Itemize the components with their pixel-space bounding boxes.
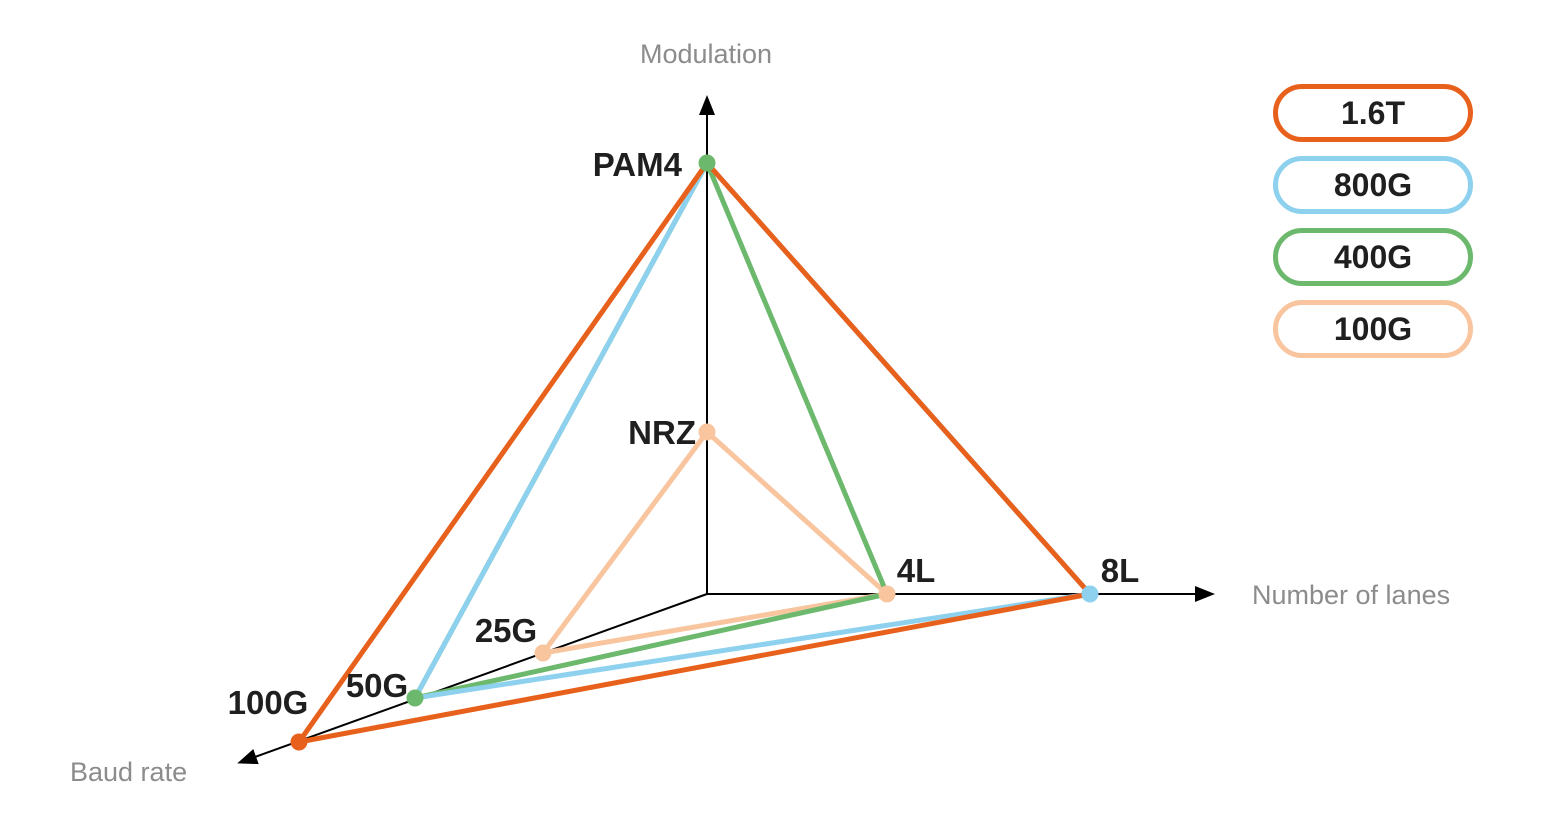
legend-item-1.6T: 1.6T: [1273, 84, 1473, 142]
series-100G-polygon: [540, 429, 890, 656]
tick-label-PAM4: PAM4: [593, 146, 683, 183]
legend-item-label: 800G: [1333, 166, 1413, 203]
tick-label-100G: 100G: [228, 684, 309, 721]
tick-label-50G: 50G: [346, 667, 408, 704]
legend-item-label: 1.6T: [1340, 94, 1406, 131]
legend-item-label: 100G: [1333, 310, 1413, 347]
point-100G-dot: [290, 733, 308, 751]
legend-item-400G: 400G: [1273, 228, 1473, 286]
tick-label-25G: 25G: [475, 612, 537, 649]
point-PAM4-dot: [698, 154, 716, 172]
series-lines: [296, 160, 1093, 745]
point-25G-dot: [534, 644, 552, 662]
point-8L-dot: [1081, 585, 1099, 603]
lanes-axis-title: Number of lanes: [1252, 580, 1450, 610]
tick-label-4L: 4L: [897, 552, 936, 589]
legend-item-label: 400G: [1333, 238, 1413, 275]
axes: [237, 95, 1215, 765]
baud-axis-line: [237, 593, 708, 765]
point-50G-dot: [406, 689, 424, 707]
tick-label-8L: 8L: [1101, 552, 1140, 589]
point-4L-dot: [878, 585, 896, 603]
point-NRZ-dot: [698, 423, 716, 441]
series-1.6T-polygon: [296, 160, 1093, 745]
modulation-axis-title: Modulation: [640, 39, 772, 69]
legend-item-100G: 100G: [1273, 300, 1473, 358]
legend-item-800G: 800G: [1273, 156, 1473, 214]
baud-axis-title: Baud rate: [70, 757, 187, 787]
legend: 1.6T 800G 400G 100G: [1273, 84, 1473, 372]
vertex-dots: [290, 154, 1099, 751]
tick-label-NRZ: NRZ: [628, 414, 696, 451]
